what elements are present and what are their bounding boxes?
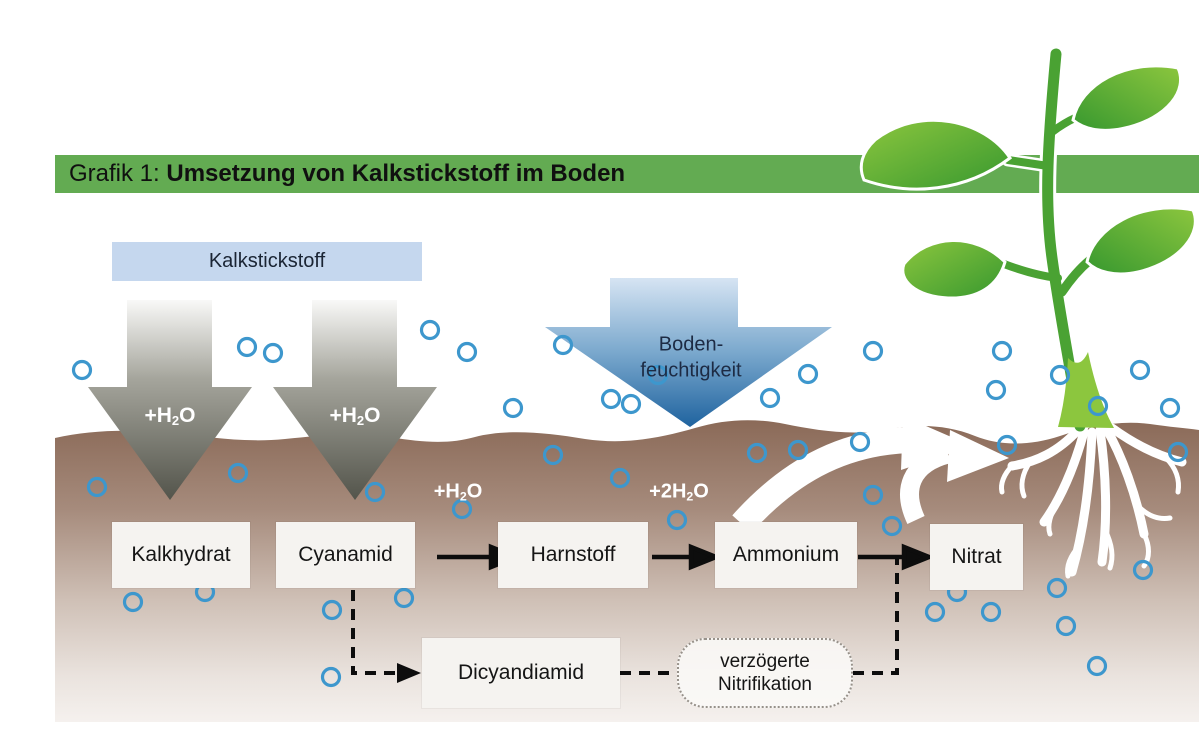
moisture-label: Boden- feuchtigkeit	[640, 332, 741, 383]
infiltration-arrow-left	[88, 300, 252, 500]
water-label-right-arrow: +H2O	[329, 404, 380, 428]
delayed-path	[351, 559, 899, 675]
h2o-pre: +H	[329, 404, 357, 427]
kalkhydrat-label: Kalkhydrat	[131, 543, 231, 566]
ammonium-label: Ammonium	[732, 543, 840, 566]
h2o-post: O	[364, 404, 381, 427]
process-box-cyanamid: Cyanamid	[276, 522, 415, 588]
cyanamid-label: Cyanamid	[298, 543, 393, 566]
water-label-hydrolysis: +H2O	[434, 481, 483, 504]
delayed-line2: Nitrifikation	[718, 674, 812, 695]
nitrat-label: Nitrat	[951, 545, 1002, 568]
leaf-upper-left	[859, 118, 1013, 191]
process-box-dicyandiamid: Dicyandiamid	[422, 638, 620, 708]
h2o-sub: 2	[171, 412, 180, 428]
water-label-double-hydrolysis: +2H2O	[649, 481, 709, 504]
water-label-left-arrow: +H2O	[144, 404, 195, 428]
figure-title-main: Umsetzung von Kalkstickstoff im Boden	[166, 160, 626, 187]
h2o-pre: +H	[433, 480, 460, 503]
process-box-nitrat: Nitrat	[930, 524, 1023, 590]
leaf-mid-right	[1085, 206, 1197, 276]
root-system	[999, 423, 1187, 579]
h2o-sub: 2	[356, 412, 365, 428]
kalkstickstoff-box: Kalkstickstoff	[112, 242, 422, 281]
plant-illustration	[859, 45, 1197, 435]
water-bubbles	[71, 319, 1189, 688]
harnstoff-label: Harnstoff	[530, 543, 616, 566]
h2o2-pre: +2H	[649, 480, 687, 503]
moisture-arrow	[545, 278, 832, 427]
process-box-harnstoff: Harnstoff	[498, 522, 648, 588]
leaf-top-right	[1071, 64, 1183, 132]
figure-title: Grafik 1: Umsetzung von Kalkstickstoff i…	[55, 155, 1199, 193]
delayed-line1: verzögerte	[720, 650, 810, 672]
leaf-mid-left	[901, 239, 1007, 300]
process-box-ammonium: Ammonium	[715, 522, 857, 588]
dicyandiamid-label: Dicyandiamid	[457, 661, 585, 684]
h2o-post: O	[466, 480, 483, 503]
delayed-nitrification-box: verzögerte Nitrifikation	[677, 638, 853, 708]
delayed-path-arrowhead	[397, 663, 421, 683]
moisture-label-line1: Boden-	[658, 333, 724, 356]
moisture-label-line2: feuchtigkeit	[640, 359, 742, 381]
h2o2-sub: 2	[686, 489, 694, 504]
h2o2-post: O	[693, 480, 709, 503]
figure-title-prefix: Grafik 1:	[69, 160, 167, 187]
h2o-post: O	[179, 404, 196, 427]
stem-base	[1058, 352, 1114, 428]
kalkstickstoff-label: Kalkstickstoff	[208, 250, 326, 272]
h2o-pre: +H	[144, 404, 172, 427]
uptake-arrows	[732, 416, 1009, 533]
process-box-kalkhydrat: Kalkhydrat	[112, 522, 250, 588]
h2o-sub: 2	[459, 489, 467, 504]
infiltration-arrow-right	[273, 300, 437, 500]
